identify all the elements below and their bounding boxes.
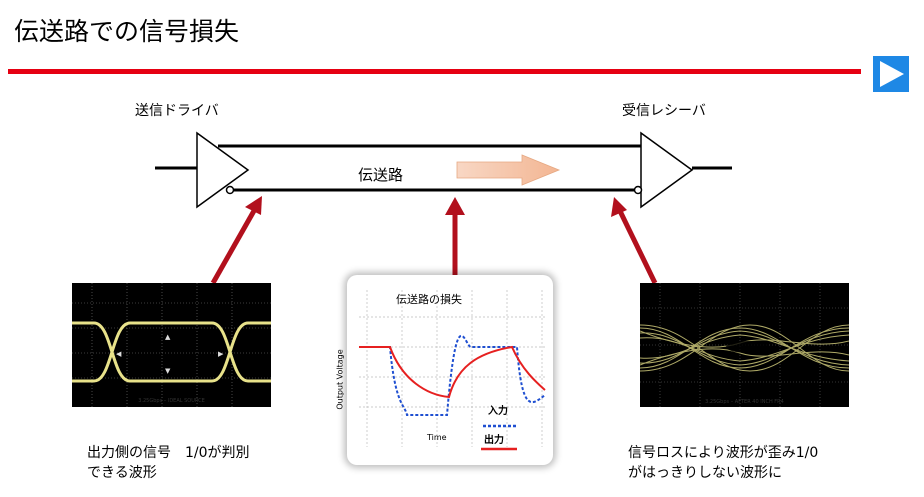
left-description: 出力側の信号 1/0が判別 できる波形 (87, 443, 250, 483)
transmitter-inverted-node (225, 185, 235, 195)
transmission-line-label: 伝送路 (358, 166, 404, 184)
legend-input-label: 入力 (488, 406, 508, 417)
ideal-eye-diagram: ▲ ▼ ◀ ▶ (72, 283, 271, 407)
left-description-line2: できる波形 (87, 465, 157, 481)
legend-output-label: 出力 (484, 435, 504, 446)
degraded-eye-caption: 3.25Gbps – AFTER 40 INCH FR4 (705, 399, 784, 405)
input-signal-curve (359, 334, 546, 416)
page-title: 伝送路での信号損失 (14, 17, 240, 46)
title-underline (8, 69, 861, 74)
svg-text:▶: ▶ (218, 350, 224, 358)
svg-text:▼: ▼ (165, 367, 171, 375)
right-description-line2: がはっきりしない波形に (628, 465, 782, 481)
receiver-label: 受信レシーバ (622, 103, 706, 119)
left-description-line1: 出力側の信号 1/0が判別 (87, 445, 250, 461)
receiver-inverted-node (633, 185, 643, 195)
loss-chart-title: 伝送路の損失 (396, 293, 462, 306)
output-signal-curve (359, 345, 546, 399)
right-description: 信号ロスにより波形が歪み1/0 がはっきりしない波形に (628, 443, 818, 483)
loss-chart-y-label: Output Voltage (335, 349, 345, 410)
transmitter-buffer (196, 131, 250, 209)
degraded-eye-diagram (639, 283, 850, 407)
play-triangle-icon (880, 61, 904, 87)
loss-chart-x-label: Time (427, 433, 447, 442)
svg-text:◀: ◀ (116, 350, 122, 358)
transmitter-label: 送信ドライバ (135, 103, 219, 119)
propagation-arrow-icon (456, 154, 561, 186)
right-description-line1: 信号ロスにより波形が歪み1/0 (628, 445, 819, 461)
next-slide-button[interactable] (873, 56, 909, 92)
loss-chart (359, 290, 546, 451)
svg-text:▲: ▲ (165, 333, 171, 341)
ideal-eye-caption: 3.25Gbps – IDEAL SOURCE (138, 398, 205, 404)
receiver-buffer (640, 131, 694, 209)
pointer-arrow-left (210, 207, 258, 285)
pointer-arrow-right (617, 209, 658, 285)
